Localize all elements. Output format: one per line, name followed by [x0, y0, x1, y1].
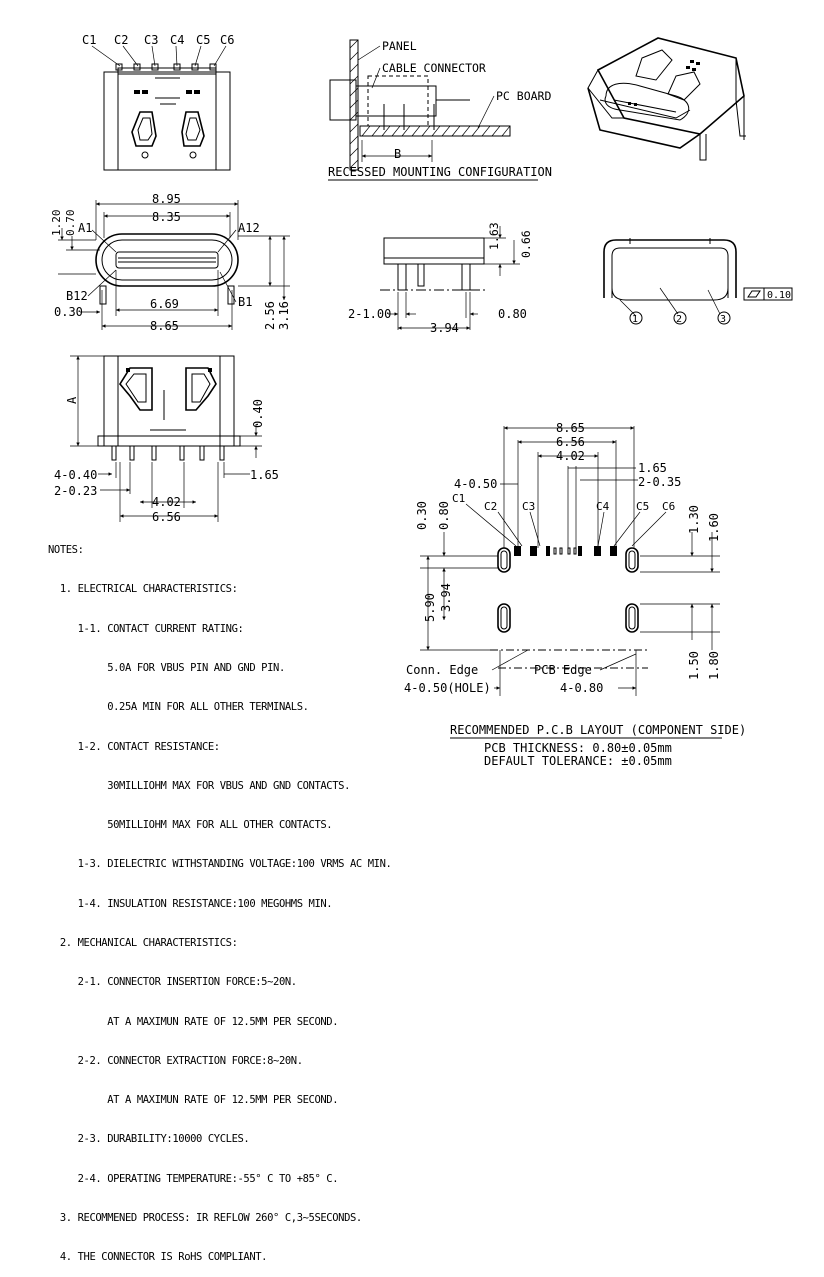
notes-line: 1-1. CONTACT CURRENT RATING:: [48, 622, 244, 635]
label-panel: PANEL: [382, 39, 417, 53]
dim-0-30: 0.30: [54, 305, 83, 319]
dim-2-1-00: 2-1.00: [348, 307, 391, 321]
pcb-thickness: PCB THICKNESS: 0.80±0.05mm: [484, 741, 672, 755]
pcb-tolerance: DEFAULT TOLERANCE: ±0.05mm: [484, 754, 672, 768]
dim-0-40: 0.40: [251, 399, 265, 428]
bottom-view: A 0.40 4-0.40 2-0.23 1.65 4.02 6.56: [54, 355, 279, 524]
pcb-pin-label: C3: [522, 500, 535, 513]
label-a: A: [65, 396, 79, 404]
notes-block: NOTES: 1. ELECTRICAL CHARACTERISTICS: 1-…: [48, 518, 392, 1277]
label-a12: A12: [238, 221, 260, 235]
recessed-mounting-view: PANEL CABLE CONNECTOR PC BOARD B RECESSE…: [328, 39, 552, 181]
notes-line: 50MILLIOHM MAX FOR ALL OTHER CONTACTS.: [48, 819, 333, 832]
pcb-dim-1-30: 1.30: [687, 505, 701, 534]
marker-2: 2: [676, 314, 682, 325]
dim-0-66: 0.66: [519, 230, 533, 258]
pcb-layout: 8.65 6.56 4.02 1.65 2-0.35 4-0.50 C1 C2 …: [404, 421, 746, 768]
pcb-layout-title: RECOMMENDED P.C.B LAYOUT (COMPONENT SIDE…: [450, 723, 746, 737]
notes-line: 5.0A FOR VBUS PIN AND GND PIN.: [48, 662, 285, 675]
pin-label: C4: [170, 33, 184, 47]
dim-2-56: 2.56: [263, 301, 277, 330]
dim-1-65: 1.65: [250, 468, 279, 482]
label-cable-connector: CABLE CONNECTOR: [382, 61, 486, 75]
pin-label: C2: [114, 33, 128, 47]
notes-line: 2-1. CONNECTOR INSERTION FORCE:5~20N.: [48, 976, 298, 989]
dim-2-0-23: 2-0.23: [54, 484, 97, 498]
notes-line: 0.25A MIN FOR ALL OTHER TERMINALS.: [48, 701, 309, 714]
pcb-dim-0-30: 0.30: [415, 501, 429, 530]
pin-label: C6: [220, 33, 234, 47]
dim-8-65: 8.65: [150, 319, 179, 333]
dim-0-80: 0.80: [498, 307, 527, 321]
pcb-pin-label: C4: [596, 500, 610, 513]
notes-line: AT A MAXIMUN RATE OF 12.5MM PER SECOND.: [48, 1094, 339, 1107]
dim-1-63: 1.63: [487, 222, 501, 250]
marker-1: 1: [632, 314, 638, 325]
notes-line: 1-2. CONTACT RESISTANCE:: [48, 740, 221, 753]
notes-line: 2-2. CONNECTOR EXTRACTION FORCE:8~20N.: [48, 1054, 303, 1067]
label-a1: A1: [78, 221, 92, 235]
hole-label: 4-0.50(HOLE): [404, 681, 491, 695]
pcb-dim-4-0-50: 4-0.50: [454, 477, 497, 491]
pin-label: C5: [196, 33, 210, 47]
top-view: C1 C2 C3 C4 C5 C6: [82, 33, 234, 171]
dim-6-69: 6.69: [150, 297, 179, 311]
dim-3-16: 3.16: [277, 301, 291, 330]
isometric-view: [587, 37, 746, 161]
notes-line: 2-3. DURABILITY:10000 CYCLES.: [48, 1133, 250, 1146]
label-b12: B12: [66, 289, 88, 303]
notes-line: NOTES:: [48, 544, 84, 557]
pcb-dim-4-02: 4.02: [556, 449, 585, 463]
notes-line: 1-4. INSULATION RESISTANCE:100 MEGOHMS M…: [48, 897, 333, 910]
notes-line: AT A MAXIMUN RATE OF 12.5MM PER SECOND.: [48, 1015, 339, 1028]
notes-line: 3. RECOMMENED PROCESS: IR REFLOW 260° C,…: [48, 1211, 362, 1224]
dim-4-02: 4.02: [152, 495, 181, 509]
pcb-pin-label: C1: [452, 492, 465, 505]
recessed-title: RECESSED MOUNTING CONFIGURATION: [328, 165, 552, 179]
dim-1-20: 1.20: [50, 210, 63, 237]
notes-line: 2. MECHANICAL CHARACTERISTICS:: [48, 937, 238, 949]
pcb-dim-0-80: 0.80: [437, 501, 451, 530]
side-view: 1.63 0.66 2-1.00 3.94 0.80: [348, 222, 533, 335]
pin-label: C1: [82, 33, 96, 47]
shell-view: 1 2 3 0.10: [603, 238, 793, 325]
pcb-dim-1-65: 1.65: [638, 461, 667, 475]
pcb-dim-1-80: 1.80: [707, 651, 721, 680]
dim-4-0-40: 4-0.40: [54, 468, 97, 482]
flatness-value: 0.10: [767, 290, 791, 301]
pcb-pin-label: C5: [636, 500, 649, 513]
marker-3: 3: [720, 314, 726, 325]
label-pc-board: PC BOARD: [496, 89, 551, 103]
pcb-pin-label: C6: [662, 500, 675, 513]
pcb-dim-1-50: 1.50: [687, 651, 701, 680]
label-b1: B1: [238, 295, 252, 309]
dim-8-95: 8.95: [152, 192, 181, 206]
notes-line: 4. THE CONNECTOR IS RoHS COMPLIANT.: [48, 1251, 268, 1264]
dim-3-94: 3.94: [430, 321, 459, 335]
notes-line: 1. ELECTRICAL CHARACTERISTICS:: [48, 583, 238, 596]
pin-label: C3: [144, 33, 158, 47]
pcb-dim-5-90: 5.90: [423, 593, 437, 622]
notes-line: 2-4. OPERATING TEMPERATURE:-55° C TO +85…: [48, 1172, 339, 1185]
conn-edge-label: Conn. Edge: [406, 663, 478, 677]
dim-0-70: 0.70: [64, 210, 77, 237]
pcb-dim-8-65: 8.65: [556, 421, 585, 435]
dim-6-56: 6.56: [152, 510, 181, 524]
pcb-pin-label: C2: [484, 500, 497, 513]
pcb-dim-6-56: 6.56: [556, 435, 585, 449]
front-view: 8.95 8.35 1.20 0.70 A1 A12 B12 B1 0.30: [50, 192, 291, 333]
drawing-canvas: C1 C2 C3 C4 C5 C6: [50, 33, 793, 768]
pcb-dim-4-0-80: 4-0.80: [560, 681, 603, 695]
label-b: B: [394, 147, 401, 161]
pcb-dim-3-94: 3.94: [439, 583, 453, 612]
pcb-edge-label: PCB Edge: [534, 663, 592, 677]
pcb-dim-1-60: 1.60: [707, 513, 721, 542]
notes-line: 1-3. DIELECTRIC WITHSTANDING VOLTAGE:100…: [48, 858, 392, 871]
pcb-dim-2-0-35: 2-0.35: [638, 475, 681, 489]
notes-line: 30MILLIOHM MAX FOR VBUS AND GND CONTACTS…: [48, 779, 350, 792]
dim-8-35: 8.35: [152, 210, 181, 224]
